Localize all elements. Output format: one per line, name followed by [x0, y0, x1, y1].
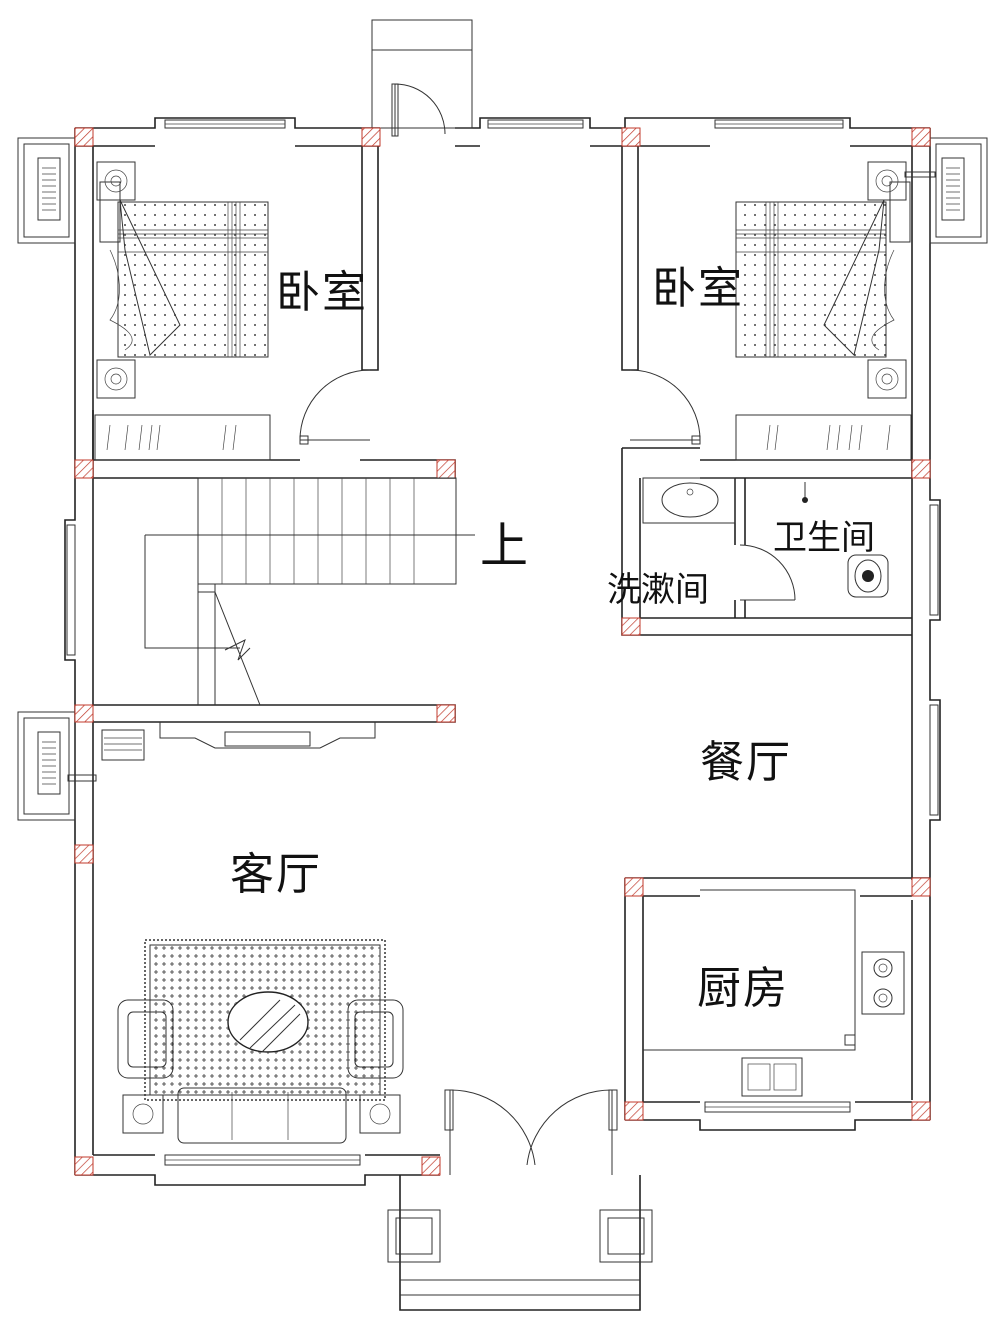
- windows: [66, 119, 939, 1166]
- room-label-toilet: 卫生间: [773, 518, 875, 558]
- stair-direction-label: 上: [480, 518, 529, 574]
- room-label-living: 客厅: [230, 849, 322, 900]
- room-label-washroom: 洗漱间: [607, 570, 709, 610]
- doors: [299, 369, 796, 1175]
- room-label-dining: 餐厅: [700, 737, 792, 788]
- kitchen-counter: [643, 889, 905, 1097]
- sofa-set: [117, 939, 404, 1144]
- tv-cabinet: [101, 722, 376, 761]
- columns: [74, 127, 931, 1176]
- bed-right: [735, 161, 936, 461]
- staircase: [144, 477, 475, 706]
- rear-entry: [371, 19, 473, 137]
- bed-left: [94, 161, 271, 461]
- room-label-bedroom-left: 卧室: [276, 267, 368, 318]
- room-label-kitchen: 厨房: [697, 963, 789, 1014]
- front-porch: [387, 1175, 653, 1311]
- sanitary-fixtures: [642, 477, 889, 598]
- room-label-bedroom-right: 卧室: [652, 263, 744, 314]
- ac-units: [17, 137, 988, 821]
